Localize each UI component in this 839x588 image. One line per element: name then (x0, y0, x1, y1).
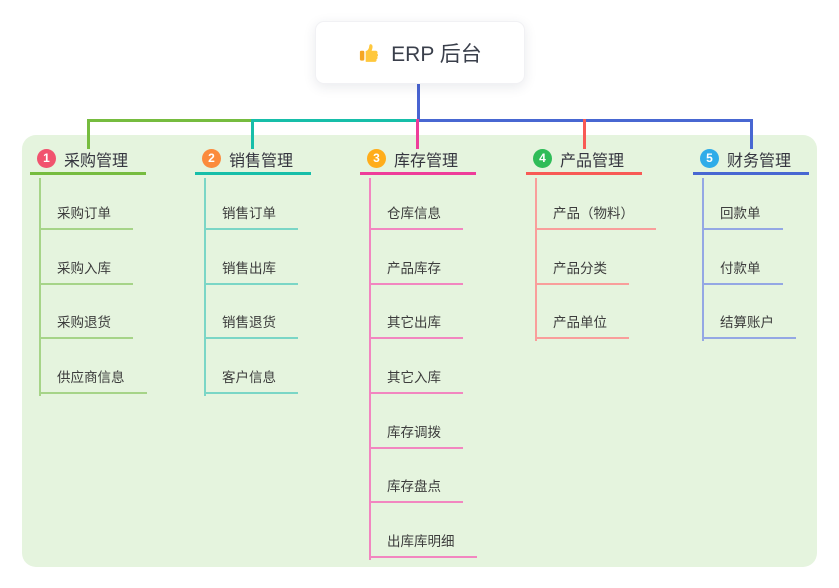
branch-children: 销售订单 销售出库 销售退货 客户信息 (204, 204, 298, 423)
branch-product: 4 产品管理 产品（物料） 产品分类 产品单位 (526, 145, 656, 342)
node-product-material[interactable]: 产品（物料） (535, 204, 656, 230)
node-product-category[interactable]: 产品分类 (535, 259, 629, 285)
badge-5: 5 (700, 149, 719, 168)
branch-title-label: 产品管理 (560, 152, 625, 170)
node-other-outbound[interactable]: 其它出库 (369, 313, 463, 340)
branch-vline (535, 178, 537, 342)
branch-vline (702, 178, 704, 342)
node-sales-outbound[interactable]: 销售出库 (204, 259, 298, 285)
node-receipt-bill[interactable]: 回款单 (702, 204, 783, 230)
branch-title-finance[interactable]: 5 财务管理 (693, 145, 809, 175)
node-product-stock[interactable]: 产品库存 (369, 259, 463, 285)
branch-children: 采购订单 采购入库 采购退货 供应商信息 (39, 204, 147, 423)
node-customer-info[interactable]: 客户信息 (204, 368, 298, 395)
branch-title-purchase[interactable]: 1 采购管理 (30, 145, 146, 175)
connector-bus-left-teal (252, 119, 418, 122)
node-settlement-account[interactable]: 结算账户 (702, 313, 796, 340)
branch-purchase: 1 采购管理 采购订单 采购入库 采购退货 供应商信息 (30, 145, 147, 397)
thumbs-up-icon (358, 41, 381, 64)
badge-4: 4 (533, 149, 552, 168)
node-sales-order[interactable]: 销售订单 (204, 204, 298, 230)
branch-vline (369, 178, 371, 561)
root-title: ERP 后台 (391, 42, 482, 66)
badge-3: 3 (367, 149, 386, 168)
branch-title-label: 销售管理 (229, 152, 294, 170)
connector-drop-inventory (416, 119, 419, 149)
connector-drop-sales (251, 119, 254, 149)
node-stock-count[interactable]: 库存盘点 (369, 477, 463, 504)
branch-children: 产品（物料） 产品分类 产品单位 (535, 204, 656, 368)
node-payment-bill[interactable]: 付款单 (702, 259, 783, 285)
node-purchase-return[interactable]: 采购退货 (39, 313, 133, 340)
node-warehouse-info[interactable]: 仓库信息 (369, 204, 463, 230)
node-supplier-info[interactable]: 供应商信息 (39, 368, 147, 395)
branch-title-label: 财务管理 (727, 152, 792, 170)
node-stock-transfer[interactable]: 库存调拨 (369, 423, 463, 449)
branch-vline (204, 178, 206, 397)
connector-drop-product (583, 119, 586, 149)
badge-2: 2 (202, 149, 221, 168)
branch-title-label: 采购管理 (64, 152, 129, 170)
branch-children: 回款单 付款单 结算账户 (702, 204, 796, 368)
node-outbound-detail[interactable]: 出库库明细 (369, 532, 477, 559)
branch-title-inventory[interactable]: 3 库存管理 (360, 145, 476, 175)
connector-root-vertical (417, 81, 420, 120)
node-product-unit[interactable]: 产品单位 (535, 313, 629, 340)
branches-panel (22, 135, 817, 567)
branch-title-sales[interactable]: 2 销售管理 (195, 145, 311, 175)
connector-drop-finance (750, 119, 753, 149)
node-sales-return[interactable]: 销售退货 (204, 313, 298, 340)
node-other-inbound[interactable]: 其它入库 (369, 368, 463, 395)
branch-vline (39, 178, 41, 397)
node-purchase-order[interactable]: 采购订单 (39, 204, 133, 230)
branch-title-product[interactable]: 4 产品管理 (526, 145, 642, 175)
badge-1: 1 (37, 149, 56, 168)
connector-drop-purchase (87, 119, 90, 149)
root-node[interactable]: ERP 后台 (315, 21, 525, 84)
branch-finance: 5 财务管理 回款单 付款单 结算账户 (693, 145, 809, 342)
node-purchase-inbound[interactable]: 采购入库 (39, 259, 133, 285)
branch-title-label: 库存管理 (394, 152, 459, 170)
branch-sales: 2 销售管理 销售订单 销售出库 销售退货 客户信息 (195, 145, 311, 397)
branch-inventory: 3 库存管理 仓库信息 产品库存 其它出库 其它入库 库存调拨 库存盘点 出库库… (360, 145, 477, 561)
connector-bus-left-green (88, 119, 254, 122)
branch-children: 仓库信息 产品库存 其它出库 其它入库 库存调拨 库存盘点 出库库明细 (369, 204, 477, 587)
